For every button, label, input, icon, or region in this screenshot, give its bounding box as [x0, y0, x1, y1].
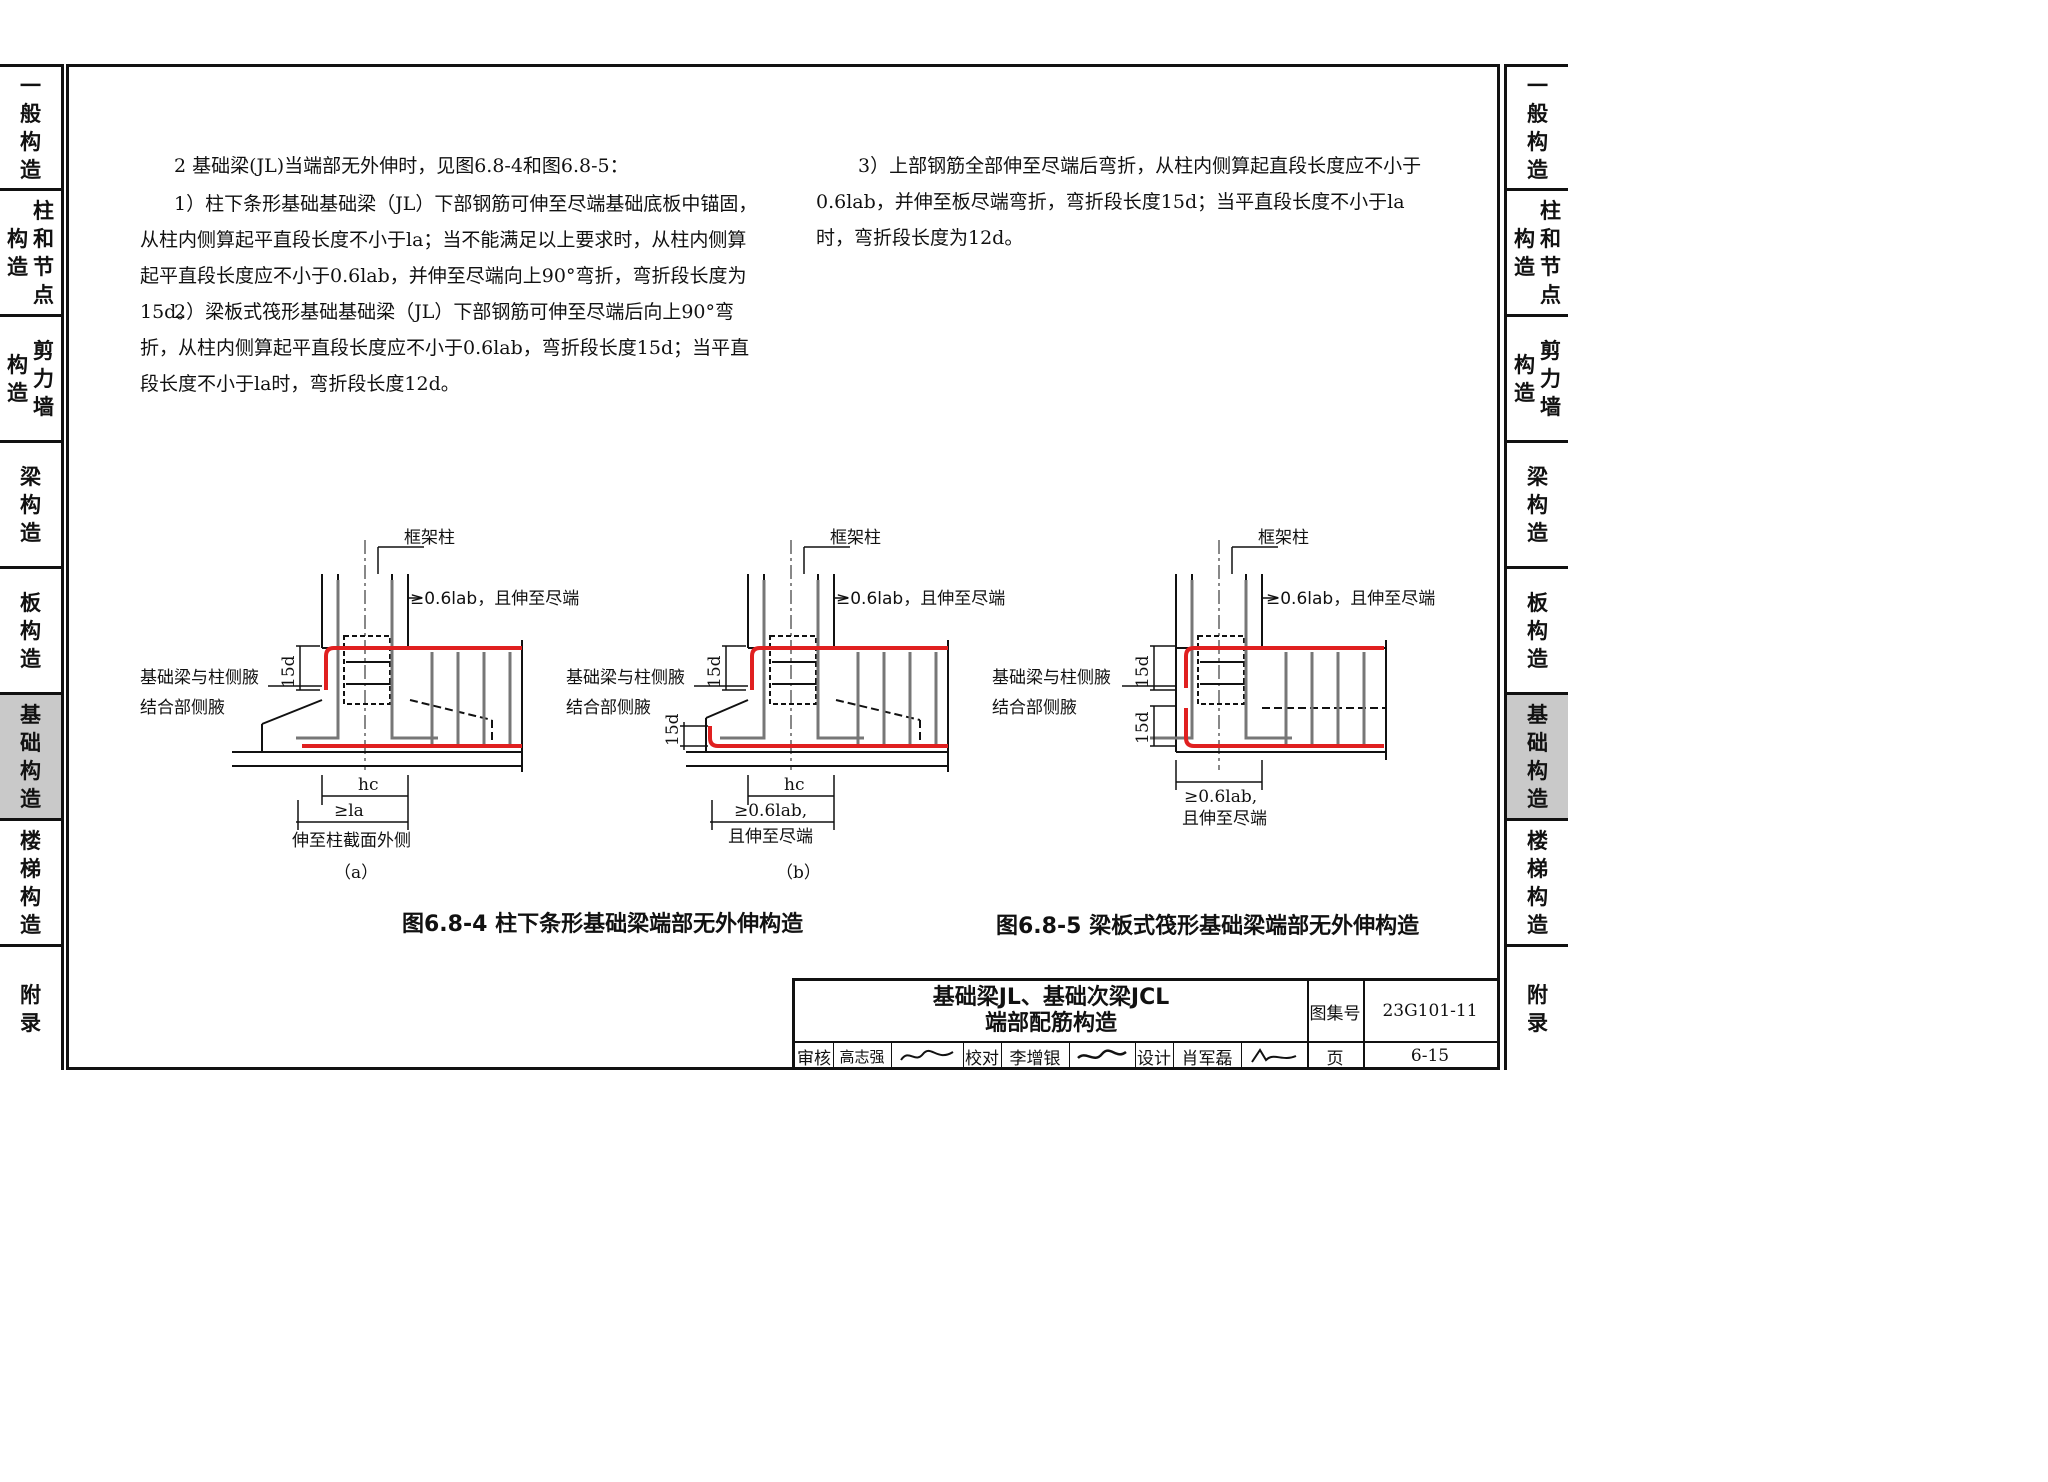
side-tab-label: 附录: [1527, 982, 1548, 1035]
side-tab-right-7[interactable]: 楼梯构造: [1504, 818, 1568, 944]
side-tab-label: 板构造: [20, 590, 41, 671]
side-tab-right-5[interactable]: 板构造: [1504, 566, 1568, 692]
atlas-number: 23G101-11: [1382, 1001, 1478, 1021]
fig-c-haunch-label-2: 结合部侧腋: [992, 698, 1077, 718]
fig-a-dim-note: 伸至柱截面外侧: [292, 831, 411, 851]
side-tab-label: 基础构造: [20, 702, 41, 811]
fig-b-15d-bottom: 15d: [663, 713, 683, 746]
fig-c-dim: ≥0.6lab,: [1184, 787, 1257, 807]
side-tab-label: 附录: [20, 982, 41, 1035]
figure-a-stirrups: [296, 580, 512, 744]
drawing-frame: [66, 64, 1500, 1070]
side-tab-left-6[interactable]: 基础构造: [0, 692, 64, 818]
check-label: 校对: [963, 1043, 1002, 1069]
figure-c-rebar: [1184, 646, 1384, 748]
reviewer-signature: [891, 1043, 964, 1069]
side-tab-label: 剪力墙: [33, 338, 54, 419]
drawing-title-line-1: 基础梁JL、基础次梁JCL: [932, 985, 1170, 1010]
side-tab-label: 构造: [7, 226, 28, 279]
side-tab-left-5[interactable]: 板构造: [0, 566, 64, 692]
page-number: 6-15: [1410, 1046, 1450, 1066]
figure-a-structure: [232, 540, 523, 772]
fig-a-15d: 15d: [279, 655, 299, 688]
fig-c-haunch-label-1: 基础梁与柱侧腋: [992, 668, 1111, 688]
figure-c-structure: [1175, 540, 1387, 770]
drawing-title-line-2: 端部配筋构造: [984, 1011, 1117, 1036]
side-tab-right-8[interactable]: 附录: [1504, 944, 1568, 1070]
fig-a-hc: hc: [358, 775, 378, 795]
fig-b-haunch-label-1: 基础梁与柱侧腋: [566, 668, 685, 688]
side-tab-label: 柱和节点: [33, 198, 54, 307]
fig-b-hc: hc: [784, 775, 804, 795]
figure-b-rebar: [708, 646, 948, 748]
reviewer-name: 高志强: [833, 1043, 892, 1069]
figure-b-dimensions: [680, 546, 850, 830]
left-text-item-1: 1）柱下条形基础基础梁（JL）下部钢筋可伸至尽端基础底板中锚固，从柱内侧算起平直…: [140, 193, 758, 323]
side-tab-label: 楼梯构造: [20, 828, 41, 937]
side-tab-label: 构造: [7, 352, 28, 405]
figure-6-8-4-caption: 图6.8-4 柱下条形基础梁端部无外伸构造: [402, 912, 804, 937]
designer-signature: [1241, 1043, 1309, 1069]
side-tab-right-2[interactable]: 构造柱和节点: [1504, 188, 1568, 314]
figure-c-dimensions: [1122, 546, 1278, 790]
fig-a-dim: ≥la: [334, 801, 364, 821]
side-tab-label: 一般构造: [1527, 73, 1548, 182]
side-tab-left-2[interactable]: 构造柱和节点: [0, 188, 64, 314]
fig-b-label: （b）: [776, 863, 821, 883]
fig-b-15d-top: 15d: [705, 655, 725, 688]
right-text-item-3: 3）上部钢筋全部伸至尽端后弯折，从柱内侧算起直段长度应不小于0.6lab，并伸至…: [816, 155, 1422, 249]
side-tab-label: 一般构造: [20, 73, 41, 182]
atlas-label: 图集号: [1307, 981, 1365, 1041]
checker-signature: [1069, 1043, 1136, 1069]
review-label: 审核: [795, 1043, 834, 1069]
fig-a-top-anchor-label: ≥0.6lab，且伸至尽端: [410, 589, 579, 609]
side-tab-label: 剪力墙: [1540, 338, 1561, 419]
figure-c-stirrups: [1150, 580, 1366, 744]
fig-b-top-anchor-label: ≥0.6lab，且伸至尽端: [836, 589, 1005, 609]
left-text-heading: 2 基础梁(JL)当端部无外伸时，见图6.8-4和图6.8-5：: [174, 155, 629, 177]
figure-a-dimensions: [268, 546, 424, 830]
side-tab-label: 基础构造: [1527, 702, 1548, 811]
fig-b-dim: ≥0.6lab,: [734, 801, 807, 821]
design-label: 设计: [1135, 1043, 1174, 1069]
fig-b-dim-note: 且伸至尽端: [728, 827, 813, 847]
side-tab-label: 板构造: [1527, 590, 1548, 671]
side-tab-label: 楼梯构造: [1527, 828, 1548, 937]
figure-a-rebar: [302, 646, 522, 748]
side-tab-right-4[interactable]: 梁构造: [1504, 440, 1568, 566]
fig-c-top-anchor-label: ≥0.6lab，且伸至尽端: [1266, 589, 1435, 609]
left-text-item-2: 2）梁板式筏形基础基础梁（JL）下部钢筋可伸至尽端后向上90°弯折，从柱内侧算起…: [140, 301, 750, 395]
side-tab-left-3[interactable]: 构造剪力墙: [0, 314, 64, 440]
figure-6-8-5-caption: 图6.8-5 梁板式筏形基础梁端部无外伸构造: [996, 914, 1420, 939]
side-tab-label: 构造: [1514, 226, 1535, 279]
fig-c-15d-top: 15d: [1133, 655, 1153, 688]
fig-b-column-label: 框架柱: [830, 528, 881, 548]
side-tab-label: 梁构造: [1527, 464, 1548, 545]
side-tab-left-4[interactable]: 梁构造: [0, 440, 64, 566]
fig-a-column-label: 框架柱: [404, 528, 455, 548]
side-tab-label: 柱和节点: [1540, 198, 1561, 307]
fig-c-dim-note: 且伸至尽端: [1182, 809, 1267, 829]
page-label: 页: [1307, 1043, 1365, 1069]
fig-c-15d-bottom: 15d: [1133, 711, 1153, 744]
designer-name: 肖军磊: [1173, 1043, 1242, 1069]
checker-name: 李增银: [1001, 1043, 1070, 1069]
title-block: 基础梁JL、基础次梁JCL 端部配筋构造 图集号 23G101-11 审核 高志…: [792, 978, 1500, 1070]
figure-b-stirrups: [720, 580, 938, 744]
side-tab-label: 构造: [1514, 352, 1535, 405]
side-tab-left-1[interactable]: 一般构造: [0, 64, 64, 188]
fig-a-haunch-label-1: 基础梁与柱侧腋: [140, 668, 259, 688]
fig-a-label: （a）: [334, 863, 378, 883]
side-tab-right-3[interactable]: 构造剪力墙: [1504, 314, 1568, 440]
fig-c-column-label: 框架柱: [1258, 528, 1309, 548]
side-tab-right-1[interactable]: 一般构造: [1504, 64, 1568, 188]
drawing-title: 基础梁JL、基础次梁JCL 端部配筋构造: [795, 981, 1309, 1041]
rebar-detail-figures: 框架柱 ≥0.6lab，且伸至尽端 基础梁与柱侧腋 结合部侧腋 15d hc ≥…: [140, 528, 1435, 883]
side-tab-left-7[interactable]: 楼梯构造: [0, 818, 64, 944]
side-tab-label: 梁构造: [20, 464, 41, 545]
side-tab-right-6[interactable]: 基础构造: [1504, 692, 1568, 818]
side-tab-left-8[interactable]: 附录: [0, 944, 64, 1070]
fig-b-haunch-label-2: 结合部侧腋: [566, 698, 651, 718]
fig-a-haunch-label-2: 结合部侧腋: [140, 698, 225, 718]
